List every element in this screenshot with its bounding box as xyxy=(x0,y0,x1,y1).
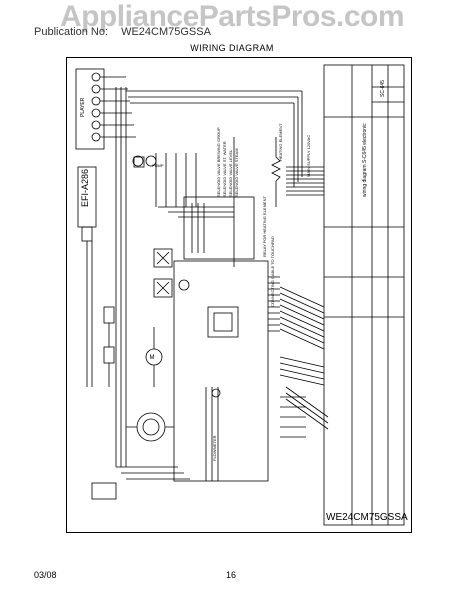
wiring-diagram: PLAYER EFI-A286 SELENOID VALVE BREWING G… xyxy=(75,64,405,526)
watermark: AppliancePartsPros.com xyxy=(59,0,405,33)
diagram-frame xyxy=(66,57,412,533)
diagram-title: WIRING DIAGRAM xyxy=(190,43,274,53)
motor-label: M xyxy=(150,355,155,361)
pump-label: PUMP xyxy=(152,163,164,168)
heating-element-label: HEATING ELEMENT xyxy=(278,123,283,161)
model-label: WE24CM75GSSA xyxy=(326,512,408,523)
selenoid-label-1: SELENOID VALVE BREWING GROUP xyxy=(216,127,221,197)
power-supply-label: MAIN SUPPLY 120VAC xyxy=(306,135,311,177)
flowmeter-label: FLOWMETER xyxy=(212,435,217,461)
selenoid-label-2: SELENOID VALVE ST. WATER xyxy=(222,141,227,197)
selenoid-label-3: SELENOID VALVE LEVEL xyxy=(228,149,233,197)
top-connector-label: PLAYER xyxy=(80,97,86,117)
footer-page: 16 xyxy=(226,570,237,580)
title-block-label: wiring diagram S-C645 electronic xyxy=(362,123,368,197)
drawing-number: SC-645 xyxy=(380,80,386,97)
top-connector-block xyxy=(75,68,105,150)
connecting-cable-label: CONNECTING CABLE TO TOUCHPAD xyxy=(270,236,275,307)
relay-heater-label: RELAY FOR HEATING ELEMENT xyxy=(262,196,267,257)
header-middle: WE24CM75GSSA xyxy=(121,26,211,38)
efi-label: EFI-A286 xyxy=(80,169,90,207)
header-left: Publication No: xyxy=(34,26,108,38)
page-header: Publication No: WE24CM75GSSA xyxy=(34,26,221,38)
selenoid-label-4: SELENOID VALVE STEAM xyxy=(234,148,239,197)
footer-date: 03/08 xyxy=(34,570,57,580)
